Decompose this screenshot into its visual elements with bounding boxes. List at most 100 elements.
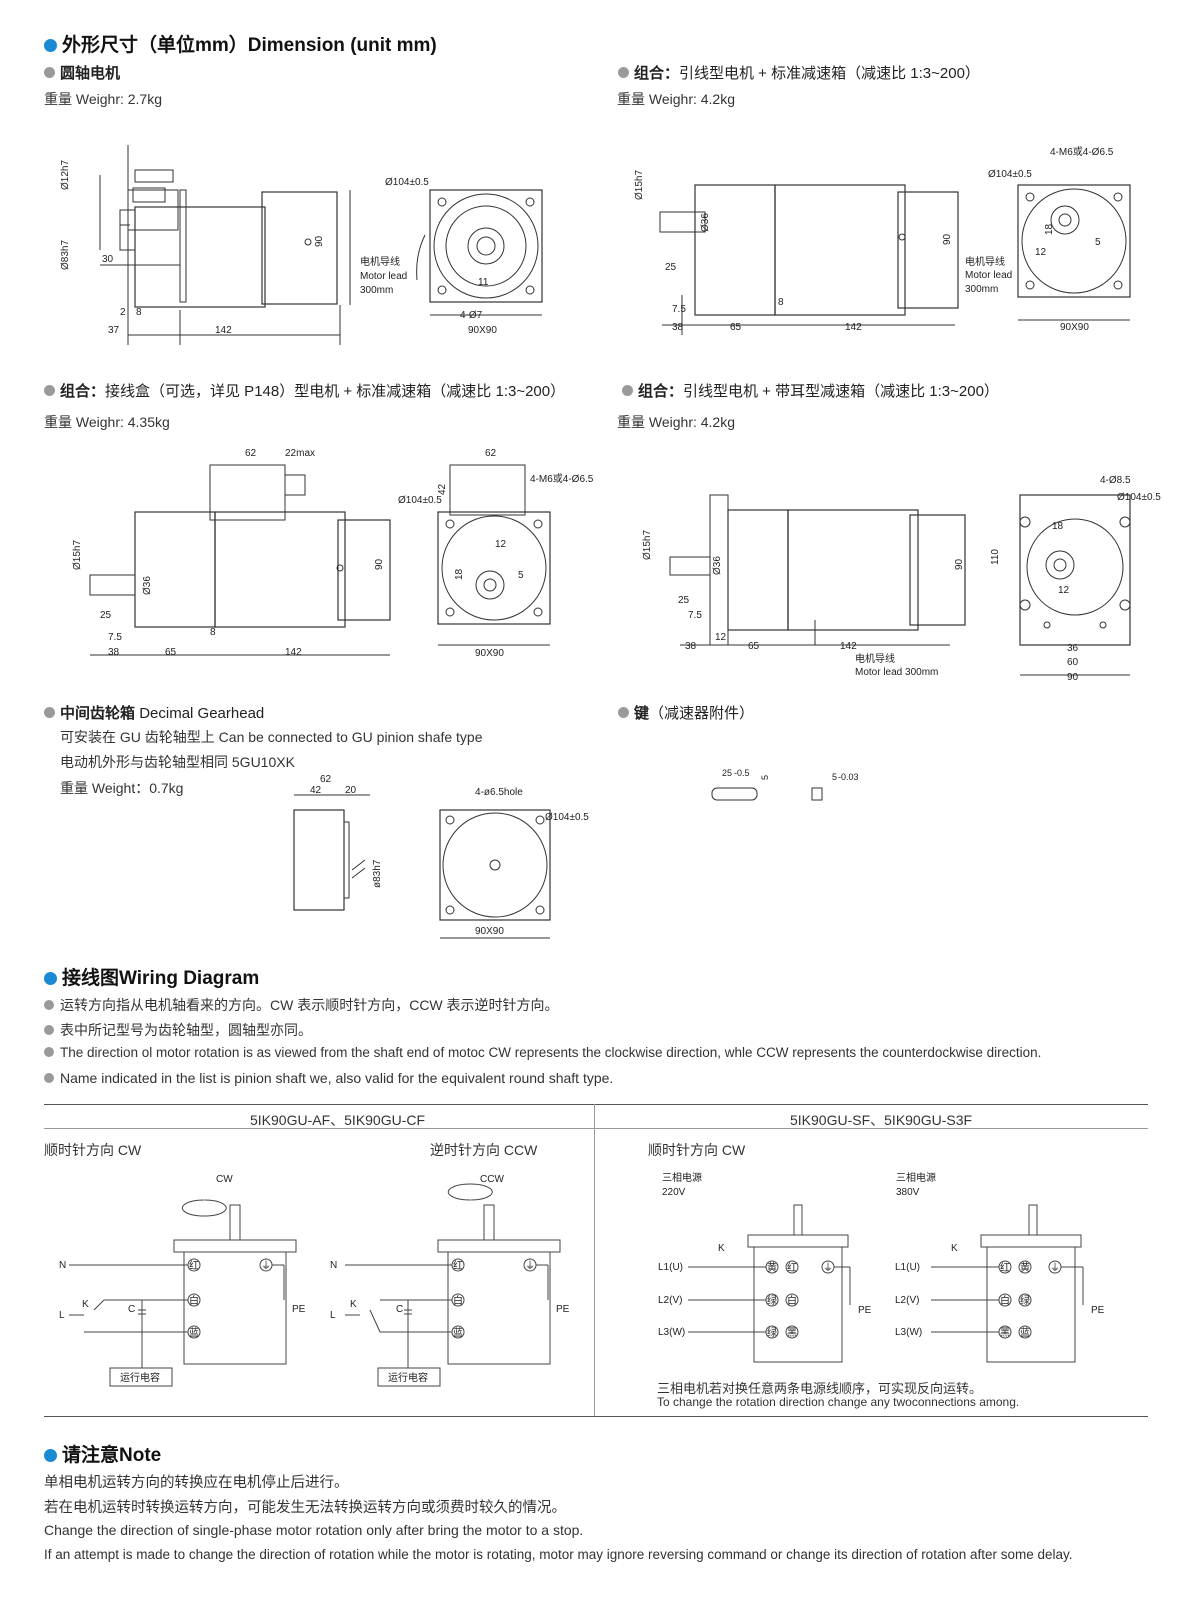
svg-text:运行电容: 运行电容	[388, 1371, 428, 1384]
note-line-3: Change the direction of single-phase mot…	[44, 1522, 584, 1538]
wiring-note-3: The direction ol motor rotation is as vi…	[44, 1045, 1041, 1060]
svg-text:绿: 绿	[1020, 1294, 1030, 1307]
svg-text:7.5: 7.5	[672, 304, 686, 315]
svg-text:运行电容: 运行电容	[120, 1371, 160, 1384]
svg-text:18: 18	[1052, 521, 1064, 532]
combo3-label: 组合：引线型电机 + 带耳型减速箱（减速比 1:3~200）	[622, 380, 999, 401]
table-top-rule	[44, 1104, 1148, 1105]
svg-text:25: 25	[722, 768, 732, 778]
svg-text:38: 38	[108, 647, 120, 658]
svg-text:红: 红	[1000, 1261, 1010, 1274]
svg-text:CW: CW	[216, 1174, 233, 1185]
ccw-label: 逆时针方向 CCW	[430, 1142, 538, 1158]
wiring-note-1: 运转方向指从电机轴看来的方向。CW 表示顺时针方向，CCW 表示逆时针方向。	[44, 995, 559, 1015]
svg-text:18: 18	[454, 568, 465, 580]
svg-text:⏚: ⏚	[525, 1260, 535, 1272]
col2-header: 5IK90GU-SF、5IK90GU-S3F	[790, 1112, 973, 1128]
round-shaft-weight: 重量 Weighr: 2.7kg	[44, 91, 163, 107]
svg-text:90X90: 90X90	[1060, 322, 1089, 333]
svg-text:65: 65	[165, 647, 177, 658]
svg-text:L: L	[330, 1310, 336, 1321]
svg-text:L2(V): L2(V)	[895, 1295, 919, 1306]
svg-text:红: 红	[787, 1261, 797, 1274]
svg-text:Ø15h7: Ø15h7	[634, 170, 645, 200]
svg-text:5: 5	[760, 775, 770, 780]
svg-text:红: 红	[453, 1259, 463, 1272]
svg-text:L: L	[59, 1310, 65, 1321]
svg-text:22max: 22max	[285, 448, 315, 459]
svg-text:11: 11	[478, 277, 489, 288]
svg-text:90X90: 90X90	[468, 325, 497, 336]
decimal-label: 中间齿轮箱 Decimal Gearhead	[44, 702, 264, 723]
cw-label-1: 顺时针方向 CW	[44, 1142, 142, 1158]
svg-text:蓝: 蓝	[189, 1327, 199, 1339]
decimal-drawing: 62 42 20 ø83h7 4-ø6.5hole Ø104±0.5 90X90	[293, 774, 589, 939]
wiring-3ph-380-diagram: 三相电源 380V K L1(U) L2(V) L3(W) 红 黄 白 绿 黑 …	[895, 1171, 1105, 1363]
wiring-ccw-diagram: CCW N L K C 红 白 蓝 ⏚ PE 运行电容	[330, 1174, 570, 1387]
svg-text:Ø104±0.5: Ø104±0.5	[545, 812, 589, 823]
svg-text:PE: PE	[292, 1304, 306, 1315]
svg-text:电机导线: 电机导线	[855, 652, 895, 665]
svg-text:L1(U): L1(U)	[895, 1262, 920, 1273]
svg-text:12: 12	[1035, 247, 1047, 258]
gray-dot-icon	[618, 707, 629, 718]
svg-text:110: 110	[990, 549, 1001, 565]
svg-text:CCW: CCW	[480, 1174, 504, 1185]
combo1-weight: 重量 Weighr: 4.2kg	[617, 91, 736, 107]
svg-text:白: 白	[787, 1294, 797, 1307]
svg-text:黑: 黑	[1000, 1327, 1010, 1339]
svg-text:7.5: 7.5	[108, 632, 122, 643]
table-divider	[594, 1104, 595, 1416]
svg-text:⏚: ⏚	[823, 1262, 833, 1274]
svg-text:4-ø6.5hole: 4-ø6.5hole	[475, 787, 523, 798]
svg-text:Ø36: Ø36	[142, 576, 153, 595]
decimal-line1: 可安装在 GU 齿轮轴型上 Can be connected to GU pin…	[60, 729, 483, 745]
svg-text:90X90: 90X90	[475, 648, 504, 659]
svg-text:电机导线: 电机导线	[965, 255, 1005, 268]
svg-text:38: 38	[685, 641, 697, 652]
svg-text:-0.5: -0.5	[734, 768, 750, 778]
svg-text:4-Ø7: 4-Ø7	[460, 310, 483, 321]
svg-text:36: 36	[1067, 643, 1079, 654]
note-line-1: 单相电机运转方向的转换应在电机停止后进行。	[44, 1475, 349, 1491]
svg-text:4-M6或4-Ø6.5: 4-M6或4-Ø6.5	[530, 473, 594, 485]
svg-text:Ø83h7: Ø83h7	[60, 240, 71, 270]
round-shaft-label: 圆轴电机	[44, 62, 120, 83]
blue-dot-icon	[44, 39, 57, 52]
svg-text:62: 62	[245, 448, 257, 459]
svg-text:5: 5	[518, 570, 524, 581]
svg-text:Ø36: Ø36	[700, 213, 711, 232]
combo1-drawing: Ø15h7 Ø36 90 25 7.5 8 38 65 142 4-M6或4-Ø…	[634, 146, 1131, 335]
svg-text:C: C	[396, 1304, 403, 1315]
svg-text:300mm: 300mm	[965, 284, 998, 295]
svg-text:Ø104±0.5: Ø104±0.5	[398, 495, 442, 506]
table-bottom-rule	[44, 1416, 1148, 1417]
svg-text:白: 白	[189, 1294, 199, 1307]
svg-text:18: 18	[1044, 223, 1055, 235]
dimension-title: 外形尺寸（单位mm）Dimension (unit mm)	[44, 30, 437, 57]
cw-label-2: 顺时针方向 CW	[648, 1142, 746, 1158]
combo2-label: 组合：接线盒（可选，详见 P148）型电机 + 标准减速箱（减速比 1:3~20…	[44, 380, 565, 401]
svg-text:Ø104±0.5: Ø104±0.5	[385, 177, 429, 188]
wiring-note-2: 表中所记型号为齿轮轴型，圆轴型亦同。	[44, 1020, 312, 1040]
svg-text:红: 红	[189, 1259, 199, 1272]
table-header-rule	[44, 1128, 1148, 1129]
svg-text:⏚: ⏚	[1050, 1262, 1060, 1274]
svg-text:4-Ø8.5: 4-Ø8.5	[1100, 475, 1131, 486]
svg-text:Motor lead: Motor lead	[360, 271, 407, 282]
gray-dot-icon	[622, 385, 633, 396]
svg-text:142: 142	[215, 325, 232, 336]
svg-text:电机导线: 电机导线	[360, 255, 400, 268]
svg-text:8: 8	[210, 627, 216, 638]
svg-text:37: 37	[108, 325, 120, 336]
svg-text:90X90: 90X90	[475, 926, 504, 937]
svg-text:K: K	[350, 1299, 357, 1310]
gray-dot-icon	[44, 1025, 54, 1035]
svg-text:5: 5	[1095, 237, 1101, 248]
svg-text:142: 142	[840, 641, 857, 652]
blue-dot-icon	[44, 972, 57, 985]
combo1-label: 组合：引线型电机 + 标准减速箱（减速比 1:3~200）	[618, 62, 980, 83]
svg-text:62: 62	[320, 774, 332, 785]
svg-text:Ø104±0.5: Ø104±0.5	[1117, 492, 1161, 503]
svg-text:5: 5	[832, 772, 837, 782]
